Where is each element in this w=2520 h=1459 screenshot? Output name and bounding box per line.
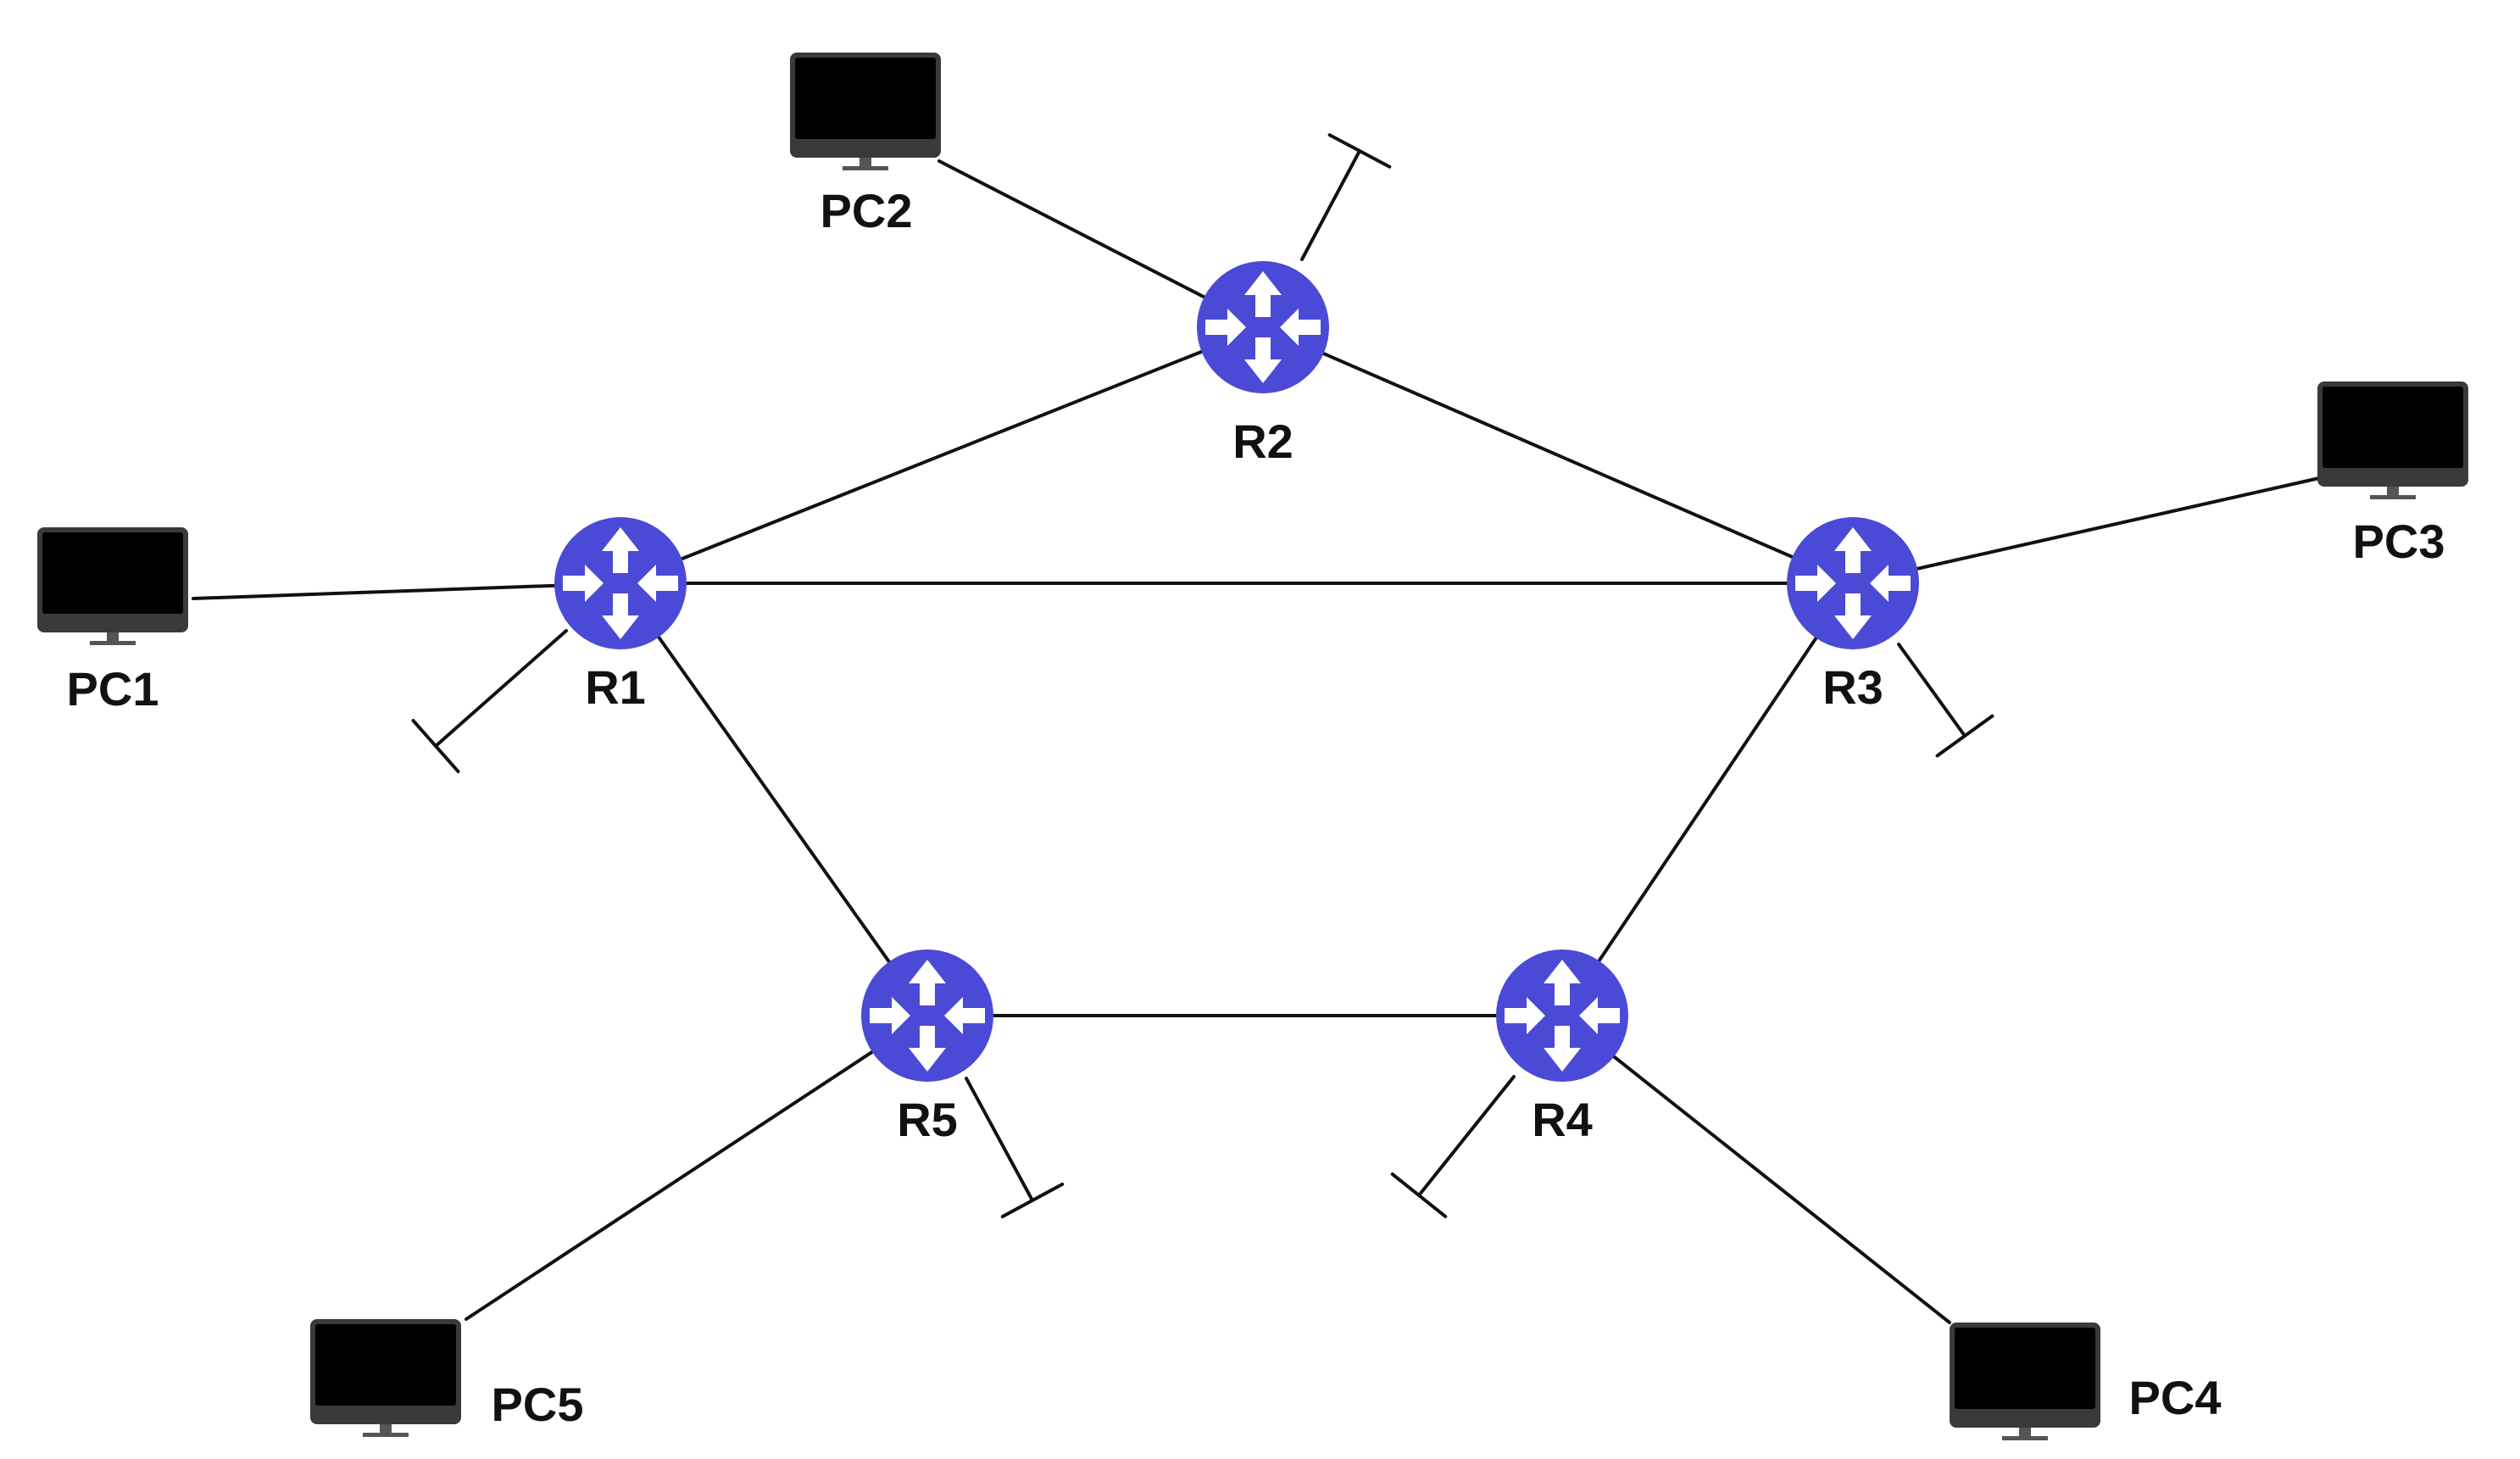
stub-terminator bbox=[411, 719, 460, 773]
router-icon bbox=[1197, 261, 1329, 393]
stub-link-r4 bbox=[1390, 1075, 1516, 1218]
stub-terminator bbox=[1000, 1182, 1065, 1219]
link-r1-r2 bbox=[619, 326, 1265, 585]
link-r4-pc4 bbox=[1560, 1014, 1951, 1324]
stub-link-r1 bbox=[411, 629, 568, 773]
pc-label: PC2 bbox=[821, 184, 913, 237]
router-label: R4 bbox=[1532, 1093, 1593, 1146]
pc-node-pc3[interactable]: PC3 bbox=[2317, 381, 2468, 568]
monitor-icon bbox=[790, 53, 941, 170]
link-r3-pc3 bbox=[1851, 476, 2321, 585]
link-r3-r4 bbox=[1560, 582, 1855, 1017]
router-label: R5 bbox=[897, 1093, 958, 1146]
router-icon bbox=[554, 517, 687, 649]
pc-label: PC3 bbox=[2353, 515, 2445, 568]
monitor-icon bbox=[310, 1319, 461, 1437]
stub-link-r5 bbox=[965, 1077, 1065, 1219]
pc-node-pc4[interactable]: PC4 bbox=[1950, 1323, 2221, 1440]
router-node-r2[interactable]: R2 bbox=[1197, 261, 1329, 468]
pc-node-pc1[interactable]: PC1 bbox=[37, 527, 188, 716]
stub-link-r3 bbox=[1897, 643, 1994, 758]
router-node-r5[interactable]: R5 bbox=[861, 949, 993, 1146]
router-label: R1 bbox=[585, 660, 646, 714]
links-layer bbox=[192, 159, 2321, 1324]
monitor-icon bbox=[2317, 381, 2468, 499]
pc-label: PC4 bbox=[2129, 1371, 2222, 1424]
router-node-r4[interactable]: R4 bbox=[1496, 949, 1628, 1146]
router-node-r1[interactable]: R1 bbox=[554, 517, 687, 714]
router-icon bbox=[1496, 949, 1628, 1082]
stub-terminator bbox=[1935, 714, 1994, 758]
pc-label: PC5 bbox=[492, 1378, 584, 1431]
pc-node-pc5[interactable]: PC5 bbox=[310, 1319, 583, 1437]
stub-terminator bbox=[1327, 133, 1392, 169]
link-r5-pc5 bbox=[465, 1014, 929, 1321]
router-icon bbox=[1787, 517, 1919, 649]
link-r1-r5 bbox=[619, 582, 929, 1017]
router-label: R2 bbox=[1232, 415, 1293, 468]
stub-terminator bbox=[1390, 1172, 1448, 1218]
pc-node-pc2[interactable]: PC2 bbox=[790, 53, 941, 237]
monitor-icon bbox=[1950, 1323, 2100, 1440]
link-r1-pc1 bbox=[192, 582, 622, 600]
router-label: R3 bbox=[1822, 660, 1883, 714]
link-r2-r3 bbox=[1261, 326, 1855, 585]
stub-links-layer bbox=[411, 133, 1994, 1219]
stub-link-r2 bbox=[1300, 133, 1392, 261]
pc-label: PC1 bbox=[67, 662, 159, 716]
router-icon bbox=[861, 949, 993, 1082]
monitor-icon bbox=[37, 527, 188, 645]
router-node-r3[interactable]: R3 bbox=[1787, 517, 1919, 714]
